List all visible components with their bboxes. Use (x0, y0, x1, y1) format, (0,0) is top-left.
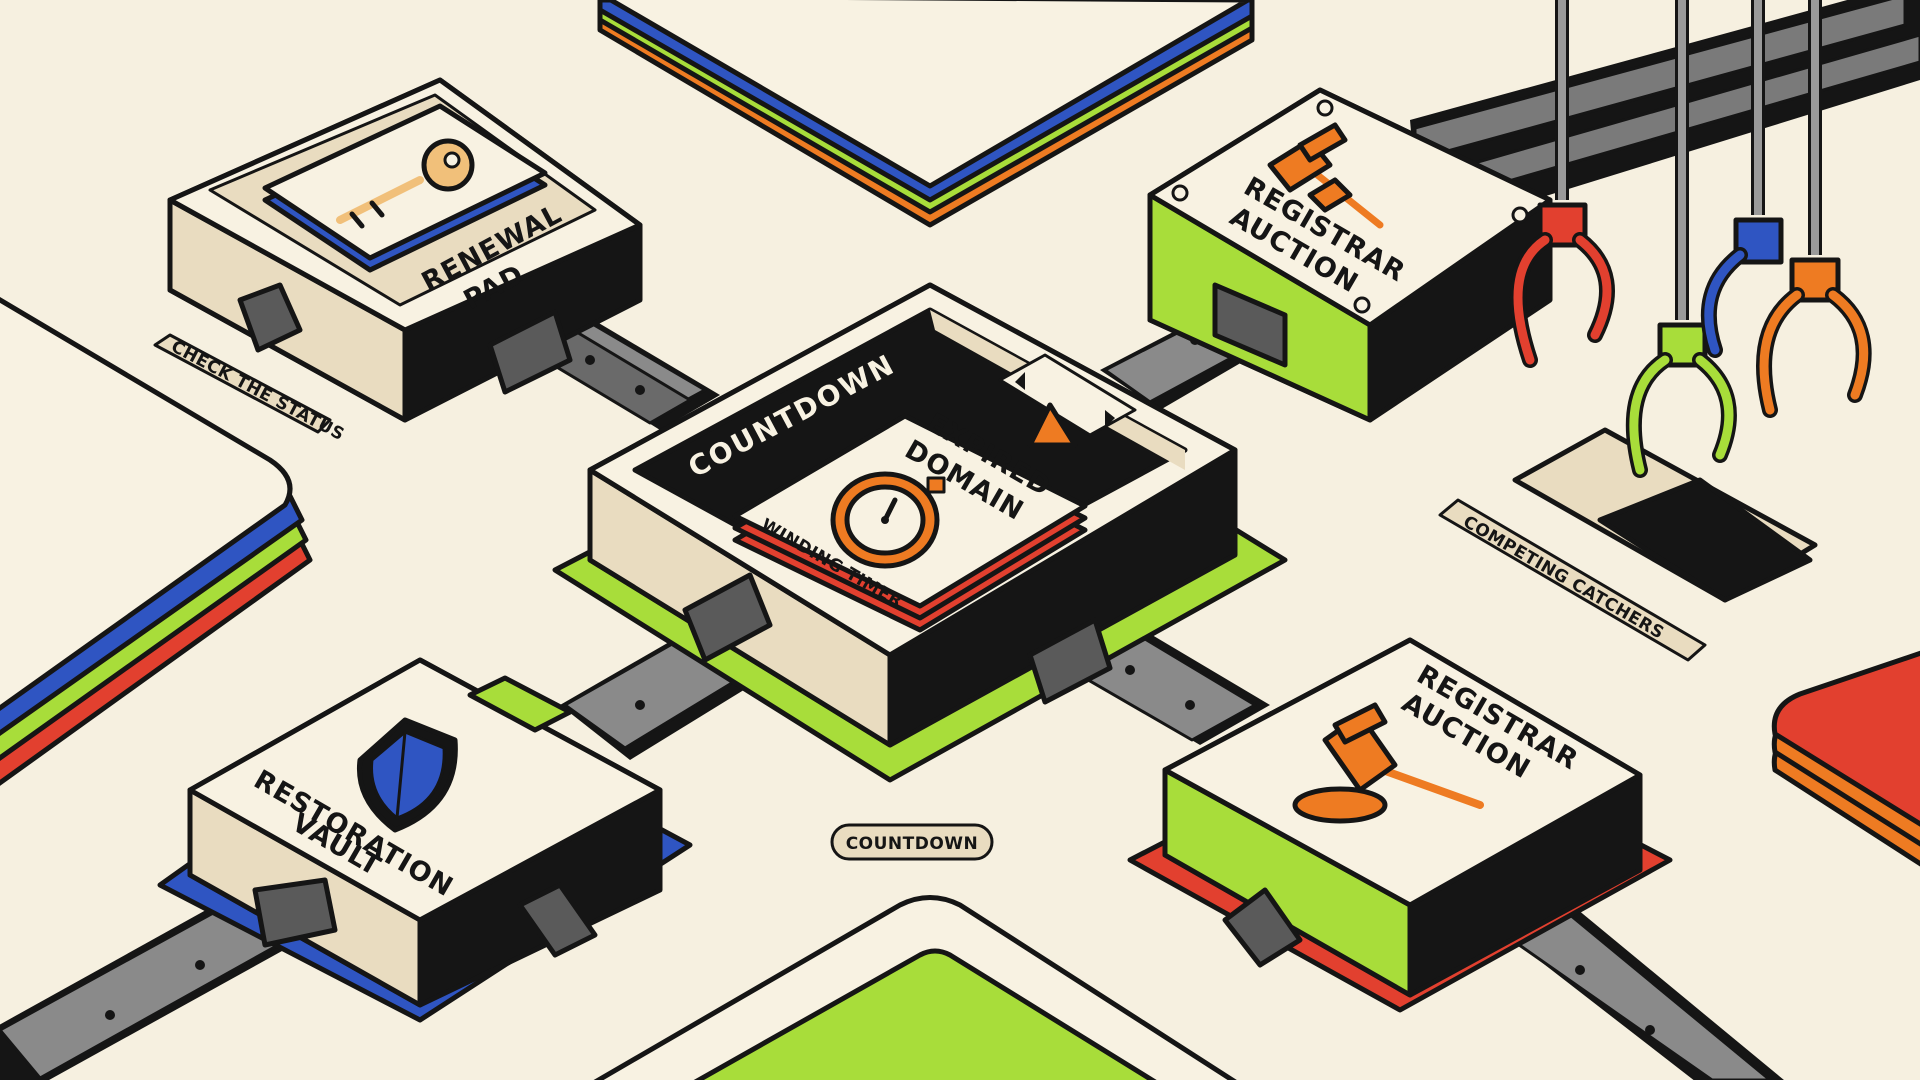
left-stacked-platform (0, 297, 313, 786)
countdown-tag: COUNTDOWN (830, 823, 994, 861)
shield-icon (356, 717, 458, 833)
expired-domain-card: EXPIRED DOMAIN WINDING TIMER (732, 407, 1088, 633)
claw-red[interactable] (1510, 0, 1615, 368)
gavel-icon (1267, 122, 1384, 229)
stopwatch-icon (830, 471, 946, 569)
claw-orange[interactable] (1756, 0, 1872, 418)
countdown-indicator (998, 353, 1137, 448)
countdown-tag-text: COUNTDOWN (846, 834, 979, 854)
registrar-auction-top-module[interactable]: REGISTRAR AUCTION (1147, 87, 1553, 423)
renewal-pad-module[interactable]: RENEWAL PAD (167, 77, 643, 423)
gavel-icon (1292, 702, 1484, 824)
claw-blue[interactable] (1700, 0, 1784, 358)
bottom-green-platform (593, 895, 1237, 1080)
countdown-module[interactable]: COUNTDOWN EXPIRED DOMAIN WINDING TIMER (552, 282, 1288, 783)
top-stacked-platform (597, 0, 1255, 228)
key-icon (336, 138, 475, 229)
renewal-pad-latch (237, 282, 303, 353)
right-stacked-platform (1771, 650, 1920, 867)
restoration-vault-module[interactable]: RESTORATION VAULT (157, 657, 693, 1023)
catcher-pit (1512, 427, 1818, 603)
claw-green[interactable] (1625, 0, 1737, 478)
